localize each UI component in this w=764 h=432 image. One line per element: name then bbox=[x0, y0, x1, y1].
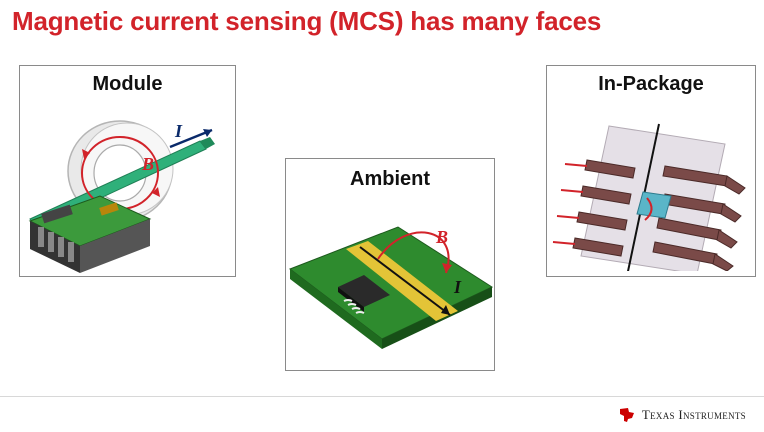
slide-title: Magnetic current sensing (MCS) has many … bbox=[12, 6, 602, 36]
ambient-label: Ambient bbox=[350, 168, 430, 190]
module-illustration bbox=[28, 120, 215, 273]
in-package-panel: In-Package bbox=[546, 65, 756, 277]
module-label: Module bbox=[92, 73, 163, 95]
module-panel: Module I B bbox=[19, 65, 236, 277]
ambient-illustration bbox=[288, 226, 494, 349]
ambient-panel: Ambient B I bbox=[285, 158, 495, 371]
company-name: Texas Instruments bbox=[641, 407, 746, 422]
ambient-field-symbol: B bbox=[436, 227, 449, 247]
ti-logo-icon bbox=[619, 408, 634, 422]
ambient-current-symbol: I bbox=[454, 277, 462, 297]
in-package-label: In-Package bbox=[598, 73, 704, 95]
module-field-symbol: B bbox=[142, 154, 155, 174]
footer-branding: Texas Instruments bbox=[618, 404, 746, 426]
in-package-illustration bbox=[552, 123, 746, 271]
module-current-symbol: I bbox=[175, 121, 183, 141]
footer-divider bbox=[0, 396, 764, 397]
